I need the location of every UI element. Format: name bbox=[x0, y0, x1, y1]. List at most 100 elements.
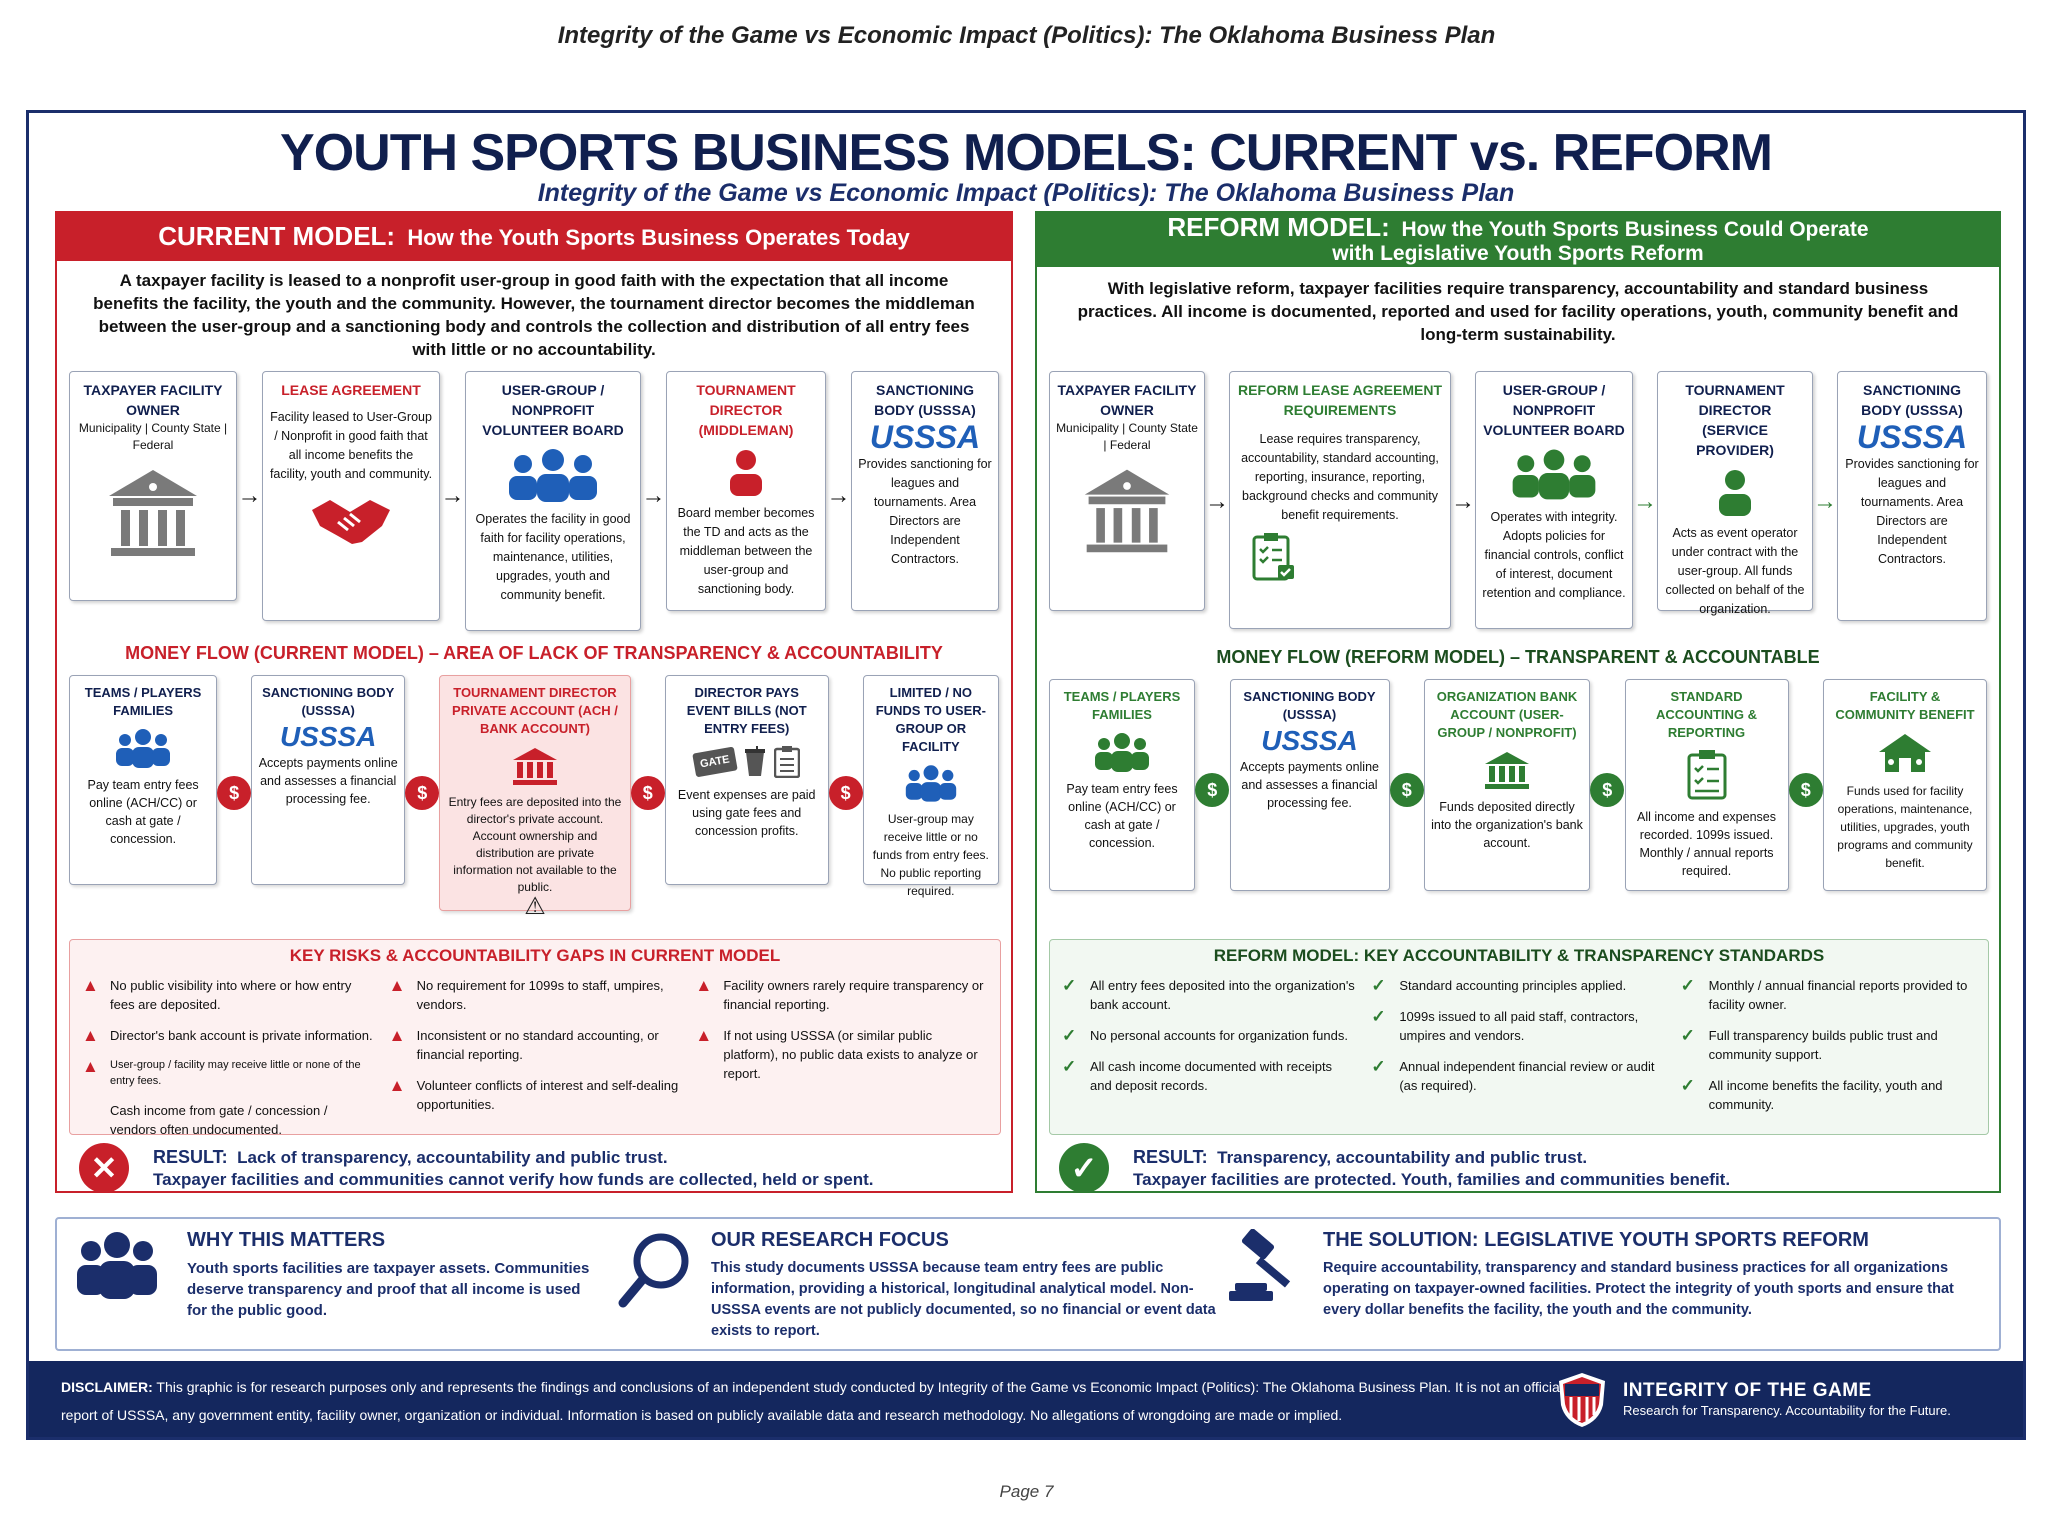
current-money-flow: TEAMS / PLAYERS FAMILIES Pay team entry … bbox=[69, 675, 999, 919]
current-banner: CURRENT MODEL: How the Youth Sports Busi… bbox=[57, 213, 1011, 261]
check-circle-icon: ✓ bbox=[1062, 1057, 1077, 1076]
page-header: Integrity of the Game vs Economic Impact… bbox=[557, 22, 1496, 49]
risk-item: ▲Volunteer conflicts of interest and sel… bbox=[389, 1076, 682, 1114]
right-arrow-icon: → bbox=[237, 482, 262, 509]
standard-item: ✓ Full transparency builds public trust a… bbox=[1681, 1026, 1976, 1064]
risk-text: Inconsistent or no standard accounting, … bbox=[416, 1028, 659, 1062]
flow-title: SANCTIONING BODY (USSSA) bbox=[262, 685, 395, 718]
current-card-lease-agreement: LEASE AGREEMENT Facility leased to User-… bbox=[262, 371, 440, 621]
right-arrow-icon: → bbox=[1451, 488, 1475, 515]
flow-title: LIMITED / NO FUNDS TO USER-GROUP OR FACI… bbox=[875, 685, 986, 754]
result-line1: Lack of transparency, accountability and… bbox=[237, 1147, 668, 1167]
current-result: ✕ RESULT: Lack of transparency, accounta… bbox=[79, 1143, 873, 1193]
current-card-facility-owner: TAXPAYER FACILITY OWNER Municipality | C… bbox=[69, 371, 237, 601]
government-building-icon bbox=[1079, 462, 1175, 558]
group-people-icon bbox=[503, 448, 603, 502]
card-title: SANCTIONING BODY (USSSA) bbox=[1861, 382, 1963, 418]
families-icon bbox=[113, 728, 173, 768]
reform-banner-line2: with Legislative Youth Sports Reform bbox=[1332, 241, 1704, 265]
risk-text: Cash income from gate / concession / ven… bbox=[110, 1103, 328, 1137]
risk-item: ▲Director's bank account is private info… bbox=[82, 1026, 375, 1045]
checklist-icon bbox=[1687, 750, 1727, 800]
page-number: Page 7 bbox=[999, 1482, 1054, 1501]
reform-card-lease-requirements: REFORM LEASE AGREEMENT REQUIREMENTS Leas… bbox=[1229, 371, 1451, 629]
card-text: Acts as event operator under contract wi… bbox=[1665, 526, 1805, 616]
disclaimer-body: This graphic is for research purposes on… bbox=[61, 1379, 1563, 1423]
risk-item: ▲Inconsistent or no standard accounting,… bbox=[389, 1026, 682, 1064]
card-text: Provides sanctioning for leagues and tou… bbox=[1845, 457, 1979, 566]
warning-icon: ▲ bbox=[695, 1026, 713, 1045]
solution-text: Require accountability, transparency and… bbox=[1323, 1260, 1954, 1318]
reform-flow-org-bank: ORGANIZATION BANK ACCOUNT (USER-GROUP / … bbox=[1424, 679, 1590, 891]
card-title: TOURNAMENT DIRECTOR (SERVICE PROVIDER) bbox=[1685, 382, 1785, 458]
card-text: Operates the facility in good faith for … bbox=[475, 512, 631, 602]
warning-icon: ▲ bbox=[695, 976, 713, 995]
risk-text: User-group / facility may receive little… bbox=[110, 1059, 361, 1087]
right-arrow-icon: → bbox=[440, 482, 465, 509]
flow-text: Pay team entry fees online (ACH/CC) or c… bbox=[1066, 782, 1178, 850]
right-arrow-icon: → bbox=[1633, 488, 1657, 515]
risk-text: Facility owners rarely require transpare… bbox=[723, 978, 984, 1012]
disclaimer-text: DISCLAIMER: This graphic is for research… bbox=[61, 1373, 1591, 1429]
standard-column: ✓All entry fees deposited into the organ… bbox=[1062, 976, 1357, 1114]
current-flow-sanctioning: SANCTIONING BODY (USSSA) USSSA Accepts p… bbox=[251, 675, 406, 885]
reform-card-tournament-director: TOURNAMENT DIRECTOR (SERVICE PROVIDER) A… bbox=[1657, 371, 1813, 616]
standard-text: Full transparency builds public trust an… bbox=[1708, 1028, 1938, 1062]
warning-icon: ⚠ bbox=[524, 893, 546, 920]
dollar-coin-icon: $ bbox=[217, 776, 252, 810]
current-card-sanctioning-body: SANCTIONING BODY (USSSA) USSSA Provides … bbox=[851, 371, 999, 611]
flow-text: Pay team entry fees online (ACH/CC) or c… bbox=[87, 778, 199, 846]
reform-standards-title: REFORM MODEL: KEY ACCOUNTABILITY & TRANS… bbox=[1213, 946, 1825, 965]
result-label: RESULT: bbox=[1133, 1146, 1208, 1167]
flow-text: All income and expenses recorded. 1099s … bbox=[1637, 810, 1776, 878]
people-icon bbox=[75, 1229, 159, 1321]
dollar-coin-icon: $ bbox=[828, 776, 863, 810]
standard-item: ✓Standard accounting principles applied. bbox=[1371, 976, 1666, 995]
risk-column: ▲ No public visibility into where or how … bbox=[82, 976, 375, 1139]
brand-name: INTEGRITY OF THE GAME bbox=[1623, 1380, 1872, 1401]
card-text: Provides sanctioning for leagues and tou… bbox=[858, 457, 992, 566]
reform-flow-teams: TEAMS / PLAYERS FAMILIES Pay team entry … bbox=[1049, 679, 1195, 891]
bottom-info-strip: WHY THIS MATTERS Youth sports facilities… bbox=[55, 1217, 2001, 1351]
risk-text: No public visibility into where or how e… bbox=[110, 978, 352, 1012]
current-flow-cards: TAXPAYER FACILITY OWNER Municipality | C… bbox=[69, 371, 999, 631]
flow-title: SANCTIONING BODY (USSSA) bbox=[1243, 689, 1376, 722]
flow-text: Event expenses are paid using gate fees … bbox=[677, 788, 816, 838]
drink-cup-icon bbox=[744, 746, 765, 776]
usssa-logo: USSSA bbox=[869, 419, 981, 455]
community-house-icon bbox=[1875, 732, 1935, 774]
right-arrow-icon: → bbox=[1205, 488, 1229, 515]
key-risks-title: KEY RISKS & ACCOUNTABILITY GAPS IN CURRE… bbox=[289, 946, 781, 965]
current-money-flow-title: MONEY FLOW (CURRENT MODEL) – AREA OF LAC… bbox=[125, 643, 943, 663]
main-subtitle: Integrity of the Game vs Economic Impact… bbox=[537, 179, 1515, 207]
checklist-icon bbox=[1252, 533, 1296, 581]
result-line2: Taxpayer facilities and communities cann… bbox=[153, 1169, 874, 1189]
warning-icon: ▲ bbox=[388, 976, 406, 995]
risk-text: If not using USSSA (or similar public pl… bbox=[723, 1028, 978, 1081]
right-arrow-icon: → bbox=[1813, 488, 1837, 515]
standard-item: ✓Annual independent financial review or … bbox=[1371, 1057, 1666, 1095]
standard-column: ✓Monthly / annual financial reports prov… bbox=[1681, 976, 1976, 1114]
dollar-coin-icon: $ bbox=[1788, 773, 1823, 807]
reform-money-flow-title: MONEY FLOW (REFORM MODEL) – TRANSPARENT … bbox=[1216, 647, 1820, 667]
flow-title: FACILITY & COMMUNITY BENEFIT bbox=[1835, 689, 1975, 722]
person-icon bbox=[1715, 468, 1755, 516]
current-flow-teams: TEAMS / PLAYERS FAMILIES Pay team entry … bbox=[69, 675, 218, 885]
flow-title: TOURNAMENT DIRECTOR PRIVATE ACCOUNT (ACH… bbox=[452, 685, 618, 736]
standard-item: ✓All income benefits the facility, youth… bbox=[1681, 1076, 1976, 1114]
shield-icon bbox=[1557, 1371, 1607, 1429]
check-circle-icon: ✓ bbox=[1680, 1026, 1695, 1045]
flow-text: Funds deposited directly into the organi… bbox=[1431, 800, 1583, 850]
current-flow-td-account: TOURNAMENT DIRECTOR PRIVATE ACCOUNT (ACH… bbox=[439, 675, 631, 919]
standard-item: ✓1099s issued to all paid staff, contrac… bbox=[1371, 1007, 1666, 1045]
card-text: Board member becomes the TD and acts as … bbox=[677, 506, 815, 596]
warning-icon: ▲ bbox=[82, 1026, 99, 1045]
reform-card-facility-owner: TAXPAYER FACILITY OWNER Municipality | C… bbox=[1049, 371, 1205, 611]
risk-text: No requirement for 1099s to staff, umpir… bbox=[416, 978, 664, 1012]
dollar-coin-icon: $ bbox=[1195, 773, 1230, 807]
the-solution: THE SOLUTION: LEGISLATIVE YOUTH SPORTS R… bbox=[1225, 1229, 1991, 1321]
current-flow-limited-funds: LIMITED / NO FUNDS TO USER-GROUP OR FACI… bbox=[862, 675, 999, 898]
check-circle-icon: ✓ bbox=[1371, 1007, 1386, 1026]
reform-standards-box: REFORM MODEL: KEY ACCOUNTABILITY & TRANS… bbox=[1049, 939, 1989, 1135]
flow-title: ORGANIZATION BANK ACCOUNT (USER-GROUP / … bbox=[1436, 689, 1578, 740]
